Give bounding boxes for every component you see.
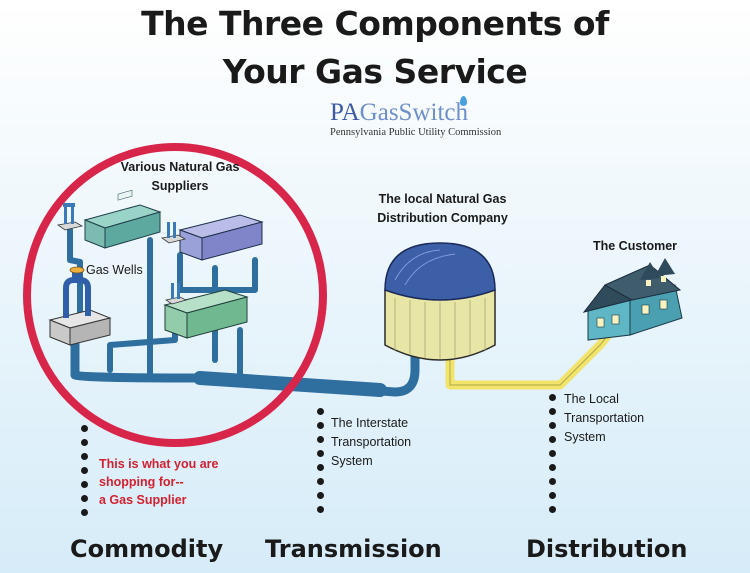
commodity-circle bbox=[23, 143, 327, 447]
supplier-building-3 bbox=[163, 289, 249, 339]
pa-gas-switch-logo: PAGasSwitch Pennsylvania Public Utility … bbox=[330, 96, 502, 138]
interstate-line-3: System bbox=[331, 454, 373, 468]
shopping-note-line-2: shopping for-- bbox=[99, 475, 184, 489]
suppliers-label: Various Natural Gas Suppliers bbox=[100, 158, 260, 196]
local-line-1: The Local bbox=[564, 392, 619, 406]
gas-wells-label: Gas Wells bbox=[86, 263, 143, 277]
pipe-main bbox=[70, 330, 420, 397]
logo-gas-switch: GasSwitch bbox=[359, 99, 468, 126]
local-line-3: System bbox=[564, 430, 606, 444]
small-well-1 bbox=[56, 203, 84, 231]
interstate-line-1: The Interstate bbox=[331, 416, 409, 430]
local-line-2: Transportation bbox=[564, 411, 645, 425]
customer-label: The Customer bbox=[592, 239, 678, 253]
logo-pa: PA bbox=[330, 99, 360, 126]
title-line-1: The Three Components of bbox=[141, 4, 609, 43]
commodity-dotted-line bbox=[81, 425, 89, 523]
transmission-heading: Transmission bbox=[265, 535, 442, 563]
pipe-well-1 bbox=[67, 227, 83, 333]
distribution-company-line-1: The local Natural Gas bbox=[378, 192, 507, 206]
local-transportation-label: The Local Transportation System bbox=[564, 390, 644, 447]
shopping-note: This is what you are shopping for-- a Ga… bbox=[99, 455, 218, 509]
shopping-note-line-3: a Gas Supplier bbox=[99, 493, 187, 507]
shopping-note-line-1: This is what you are bbox=[99, 457, 219, 471]
supplier-building-1 bbox=[83, 189, 162, 249]
small-well-2 bbox=[161, 222, 187, 244]
logo-wordmark: PAGasSwitch bbox=[330, 100, 501, 126]
gas-well bbox=[48, 266, 112, 346]
suppliers-label-line-1: Various Natural Gas bbox=[120, 160, 240, 174]
interstate-label: The Interstate Transportation System bbox=[331, 414, 411, 471]
transmission-dotted-line bbox=[317, 408, 325, 520]
distribution-company-line-2: Distribution Company bbox=[377, 211, 508, 225]
storage-tank bbox=[384, 242, 496, 361]
customer-house bbox=[582, 258, 683, 341]
distribution-dotted-line bbox=[549, 394, 557, 520]
interstate-line-2: Transportation bbox=[331, 435, 412, 449]
title-line-2: Your Gas Service bbox=[222, 52, 528, 91]
flame-icon bbox=[460, 96, 467, 106]
distribution-heading: Distribution bbox=[526, 535, 688, 563]
supplier-building-2 bbox=[178, 214, 264, 261]
suppliers-label-line-2: Suppliers bbox=[151, 179, 209, 193]
commodity-heading: Commodity bbox=[70, 535, 224, 563]
logo-subtitle: Pennsylvania Public Utility Commission bbox=[330, 127, 502, 138]
small-well-3 bbox=[164, 283, 188, 305]
distribution-company-label: The local Natural Gas Distribution Compa… bbox=[355, 190, 530, 228]
